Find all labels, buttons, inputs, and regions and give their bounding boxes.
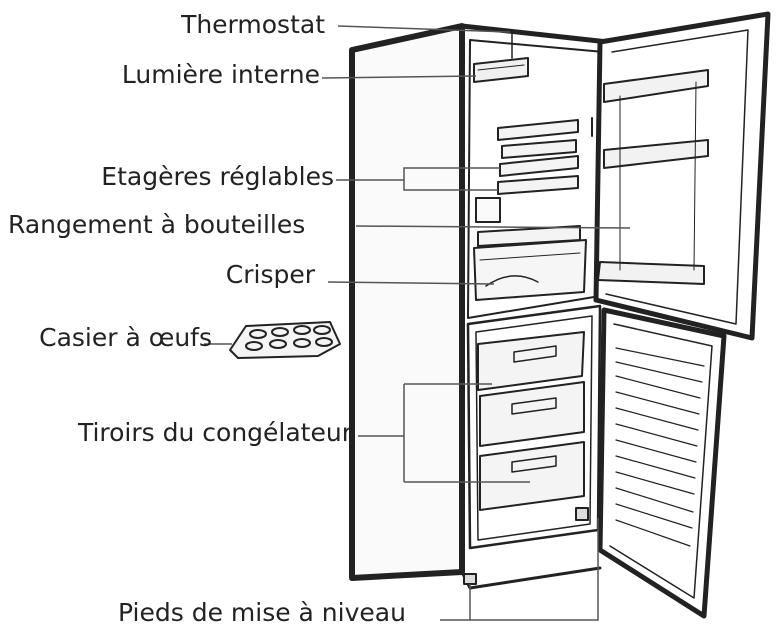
egg-tray	[229, 321, 341, 359]
label-freezer-drawers: Tiroirs du congélateur	[77, 418, 352, 447]
label-thermostat: Thermostat	[181, 10, 325, 39]
freezer-door	[597, 307, 727, 619]
leader-lines	[204, 25, 631, 621]
label-bottle-storage: Rangement à bouteilles	[8, 210, 306, 239]
label-interior-light: Lumière interne	[121, 60, 320, 89]
label-adjustable-shelves: Etagères réglables	[101, 162, 334, 191]
freezer-drawers	[477, 331, 585, 511]
adjustable-shelves	[497, 117, 593, 195]
bottle-rack	[475, 197, 581, 247]
crisper-drawer	[473, 239, 587, 301]
label-egg-tray: Casier à œufs	[39, 323, 212, 352]
leveling-feet	[463, 507, 589, 585]
label-crisper: Crisper	[225, 260, 315, 289]
fridge-door	[593, 11, 771, 341]
label-leveling-feet: Pieds de mise à niveau	[118, 598, 406, 627]
